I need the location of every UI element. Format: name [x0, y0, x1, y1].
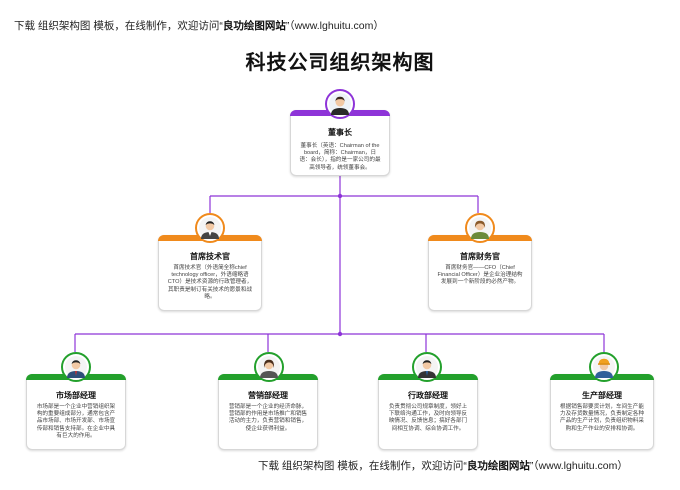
- node-chairman[interactable]: 董事长 董事长（英语：Chairman of the board，简称：Chai…: [290, 110, 390, 176]
- node-production-name: 生产部经理: [582, 391, 622, 400]
- bottom-banner-site-name[interactable]: 良功绘图网站: [466, 460, 530, 472]
- node-cfo[interactable]: 首席财务官 首席财务官——CFO（Chief Financial Officer…: [428, 235, 532, 311]
- node-production-desc: 根据销售部要货计划，车间生产能力及存货数量情况，负责制定各种产品的生产计划，负责…: [560, 404, 644, 432]
- avatar-sales: [254, 352, 284, 382]
- node-cfo-name: 首席财务官: [460, 252, 500, 261]
- node-sales-name: 营销部经理: [248, 391, 288, 400]
- node-marketing[interactable]: 市场部经理 市场部是一个企业中营销组织架构的重要组成部分，通常包含产品市场部、市…: [26, 374, 126, 450]
- node-cto-desc: 首席技术官（外语简全称chief technology officer，外语缩略…: [167, 265, 253, 300]
- top-banner-suffix: ”（www.lghuitu.com）: [285, 20, 384, 32]
- node-admin-desc: 负责贯彻公司规章制度，领好上下联络沟通工作，及时向领导反映情况、反馈信息；搞好各…: [388, 404, 468, 432]
- avatar-marketing: [61, 352, 91, 382]
- bottom-banner-suffix: ”（www.lghuitu.com）: [529, 460, 628, 472]
- avatar-production: [589, 352, 619, 382]
- node-sales[interactable]: 营销部经理 营销部是一个企业的经济命脉，营销部的作用是市场推广和销售活动的主力，…: [218, 374, 318, 450]
- node-sales-desc: 营销部是一个企业的经济命脉，营销部的作用是市场推广和销售活动的主力，负责营销和销…: [228, 404, 308, 432]
- avatar-admin: [412, 352, 442, 382]
- node-marketing-desc: 市场部是一个企业中营销组织架构的重要组成部分，通常包含产品市场部、市场开发部、市…: [36, 404, 116, 439]
- node-cto-name: 首席技术官: [190, 252, 230, 261]
- junction-dot: [337, 193, 343, 199]
- node-production[interactable]: 生产部经理 根据销售部要货计划，车间生产能力及存货数量情况，负责制定各种产品的生…: [550, 374, 654, 450]
- avatar-cto: [195, 213, 225, 243]
- node-admin-name: 行政部经理: [408, 391, 448, 400]
- bottom-banner-prefix: 下载 组织架构图 模板，在线制作，欢迎访问“: [258, 460, 467, 472]
- chart-title: 科技公司组织架构图: [245, 52, 435, 74]
- avatar-cfo: [465, 213, 495, 243]
- node-chairman-name: 董事长: [328, 128, 352, 137]
- top-banner-prefix: 下载 组织架构图 模板，在线制作，欢迎访问“: [14, 20, 223, 32]
- top-banner: 下载 组织架构图 模板，在线制作，欢迎访问“良功绘图网站”（www.lghuit…: [14, 18, 384, 33]
- avatar-chairman: [325, 89, 355, 119]
- node-marketing-name: 市场部经理: [56, 391, 96, 400]
- junction-dot: [337, 331, 343, 337]
- top-banner-site-name[interactable]: 良功绘图网站: [222, 20, 286, 32]
- node-cfo-desc: 首席财务官——CFO（Chief Financial Officer）是企业治理…: [437, 265, 523, 286]
- bottom-banner: 下载 组织架构图 模板，在线制作，欢迎访问“良功绘图网站”（www.lghuit…: [258, 458, 628, 473]
- node-admin[interactable]: 行政部经理 负责贯彻公司规章制度，领好上下联络沟通工作，及时向领导反映情况、反馈…: [378, 374, 478, 450]
- node-cto[interactable]: 首席技术官 首席技术官（外语简全称chief technology office…: [158, 235, 262, 311]
- node-chairman-desc: 董事长（英语：Chairman of the board，简称：Chairman…: [299, 143, 381, 171]
